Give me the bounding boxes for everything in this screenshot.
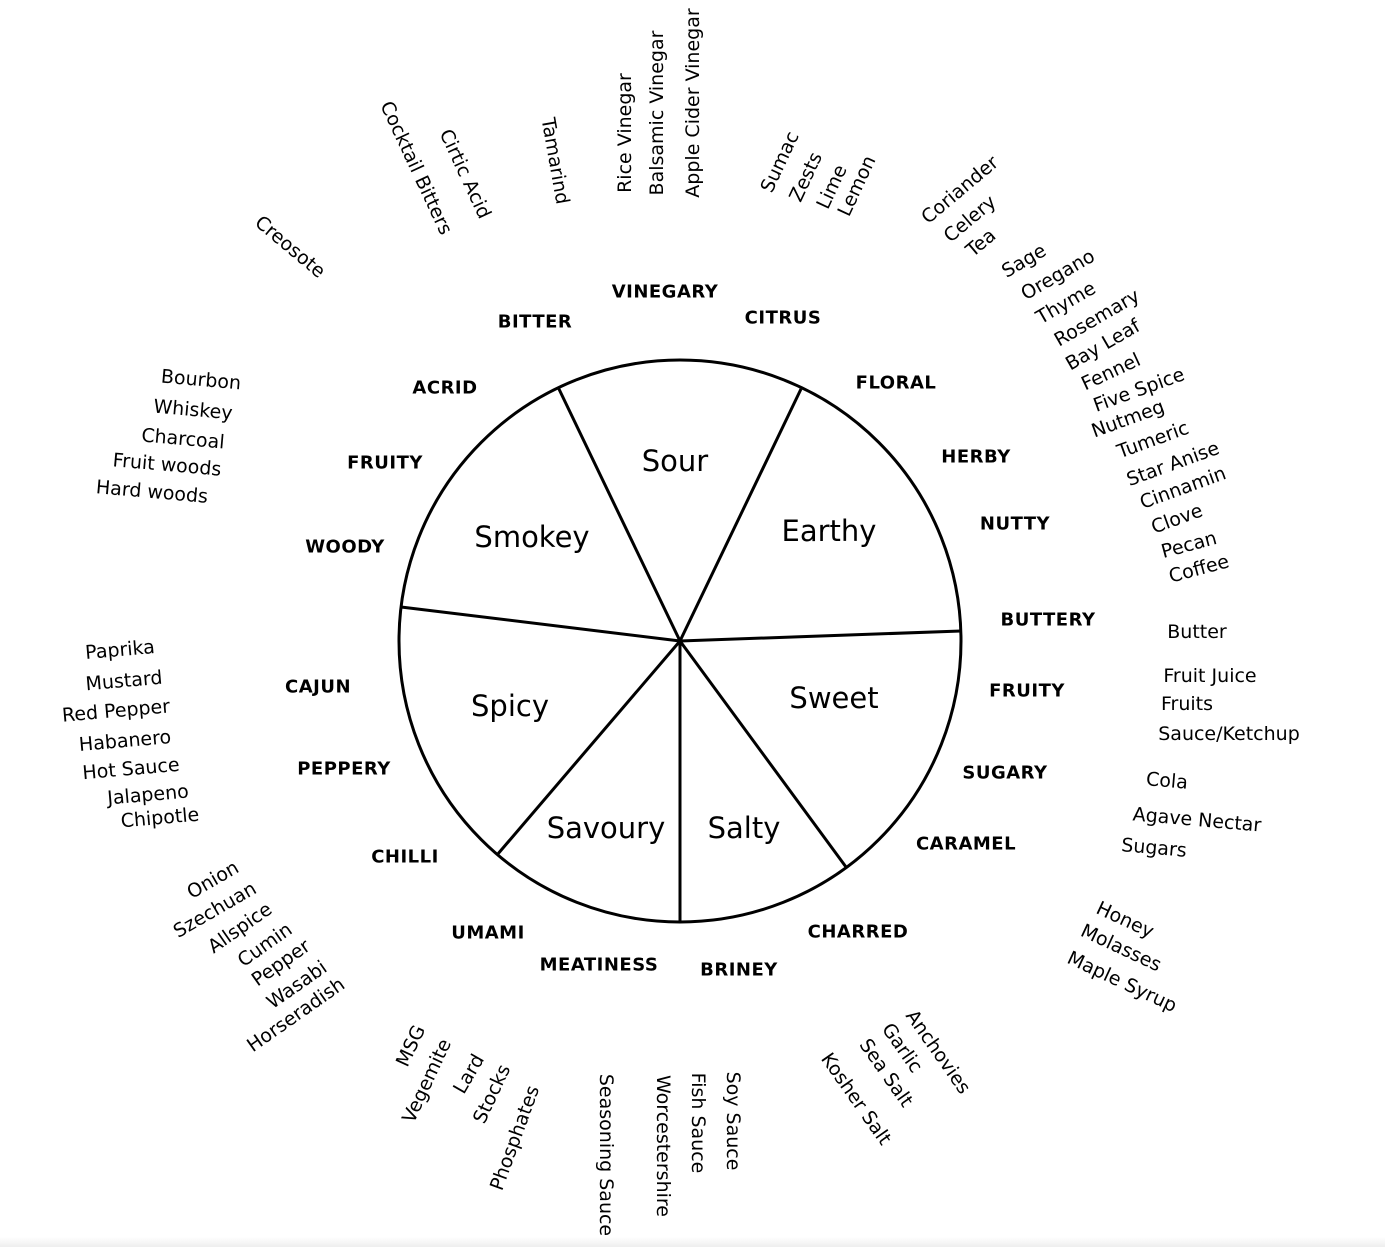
category-label: ACRID	[412, 378, 477, 399]
section-label: Sour	[642, 444, 709, 478]
category-label: SUGARY	[962, 763, 1048, 784]
section-label: Sweet	[789, 681, 878, 715]
ingredient-label: Mustard	[85, 667, 164, 696]
ingredient-label: Sauce/Ketchup	[1158, 723, 1300, 745]
category-label: CARAMEL	[916, 834, 1016, 855]
category-label: FRUITY	[989, 681, 1065, 702]
category-label: VINEGARY	[612, 282, 719, 303]
ingredient-label: Cola	[1145, 768, 1189, 794]
ingredient-label: Apple Cider Vinegar	[682, 8, 704, 198]
wheel-dividers	[400, 386, 962, 922]
category-label: BRINEY	[700, 960, 778, 981]
category-label: MEATINESS	[540, 955, 659, 976]
ingredient-label: Seasoning Sauce	[595, 1074, 617, 1236]
ingredient-label: Agave Nectar	[1132, 803, 1263, 836]
divider	[678, 640, 848, 868]
ingredient-label: Chipotle	[120, 804, 200, 833]
category-label: FLORAL	[856, 373, 937, 394]
category-label: CHARRED	[808, 922, 909, 943]
ingredient-label: Soy Sauce	[722, 1072, 744, 1171]
category-label: FRUITY	[347, 453, 423, 474]
category-label: BITTER	[498, 312, 573, 333]
ingredient-label: Balsamic Vinegar	[646, 30, 668, 195]
category-label: PEPPERY	[297, 759, 391, 780]
category-label: UMAMI	[451, 923, 525, 944]
ingredient-label: Hard woods	[95, 476, 209, 508]
section-label: Spicy	[471, 689, 549, 723]
divider	[400, 605, 681, 643]
ingredient-label: Rice Vinegar	[614, 73, 636, 193]
section-label: Smokey	[474, 520, 589, 554]
ingredient-label: Fish Sauce	[687, 1073, 709, 1174]
ingredient-label: Whiskey	[153, 396, 234, 425]
ingredient-label: Fruit woods	[112, 449, 222, 480]
category-label: CITRUS	[745, 308, 822, 329]
ingredient-label: Charcoal	[141, 424, 226, 453]
category-label: NUTTY	[980, 514, 1051, 535]
bottom-edge	[0, 1237, 1385, 1247]
divider	[556, 386, 682, 642]
section-label: Salty	[708, 811, 781, 845]
ingredient-label: Cocktail Bitters	[375, 98, 456, 238]
ingredient-label: Hot Sauce	[82, 754, 181, 784]
category-label: BUTTERY	[1000, 610, 1095, 631]
divider	[495, 640, 682, 856]
ingredient-label: Fruits	[1161, 693, 1213, 715]
category-label: CAJUN	[285, 677, 351, 698]
ingredient-label: Tamarind	[536, 115, 573, 206]
divider	[678, 388, 803, 642]
section-label: Savoury	[547, 811, 666, 845]
ingredient-label: Bourbon	[160, 366, 242, 395]
ingredient-label: Fruit Juice	[1163, 665, 1256, 687]
category-label: CHILLI	[371, 847, 439, 868]
ingredient-label: Sugars	[1120, 834, 1187, 862]
divider	[679, 629, 962, 643]
ingredient-label: Paprika	[84, 636, 155, 664]
category-label: HERBY	[941, 447, 1011, 468]
ingredient-label: Habanero	[78, 726, 172, 756]
ingredient-label: Creosote	[251, 211, 330, 282]
category-label: WOODY	[305, 537, 385, 558]
ingredient-label: Red Pepper	[61, 695, 171, 726]
ingredient-label: Worcestershire	[652, 1075, 674, 1217]
ingredient-label: Butter	[1167, 621, 1227, 643]
section-label: Earthy	[782, 514, 877, 548]
